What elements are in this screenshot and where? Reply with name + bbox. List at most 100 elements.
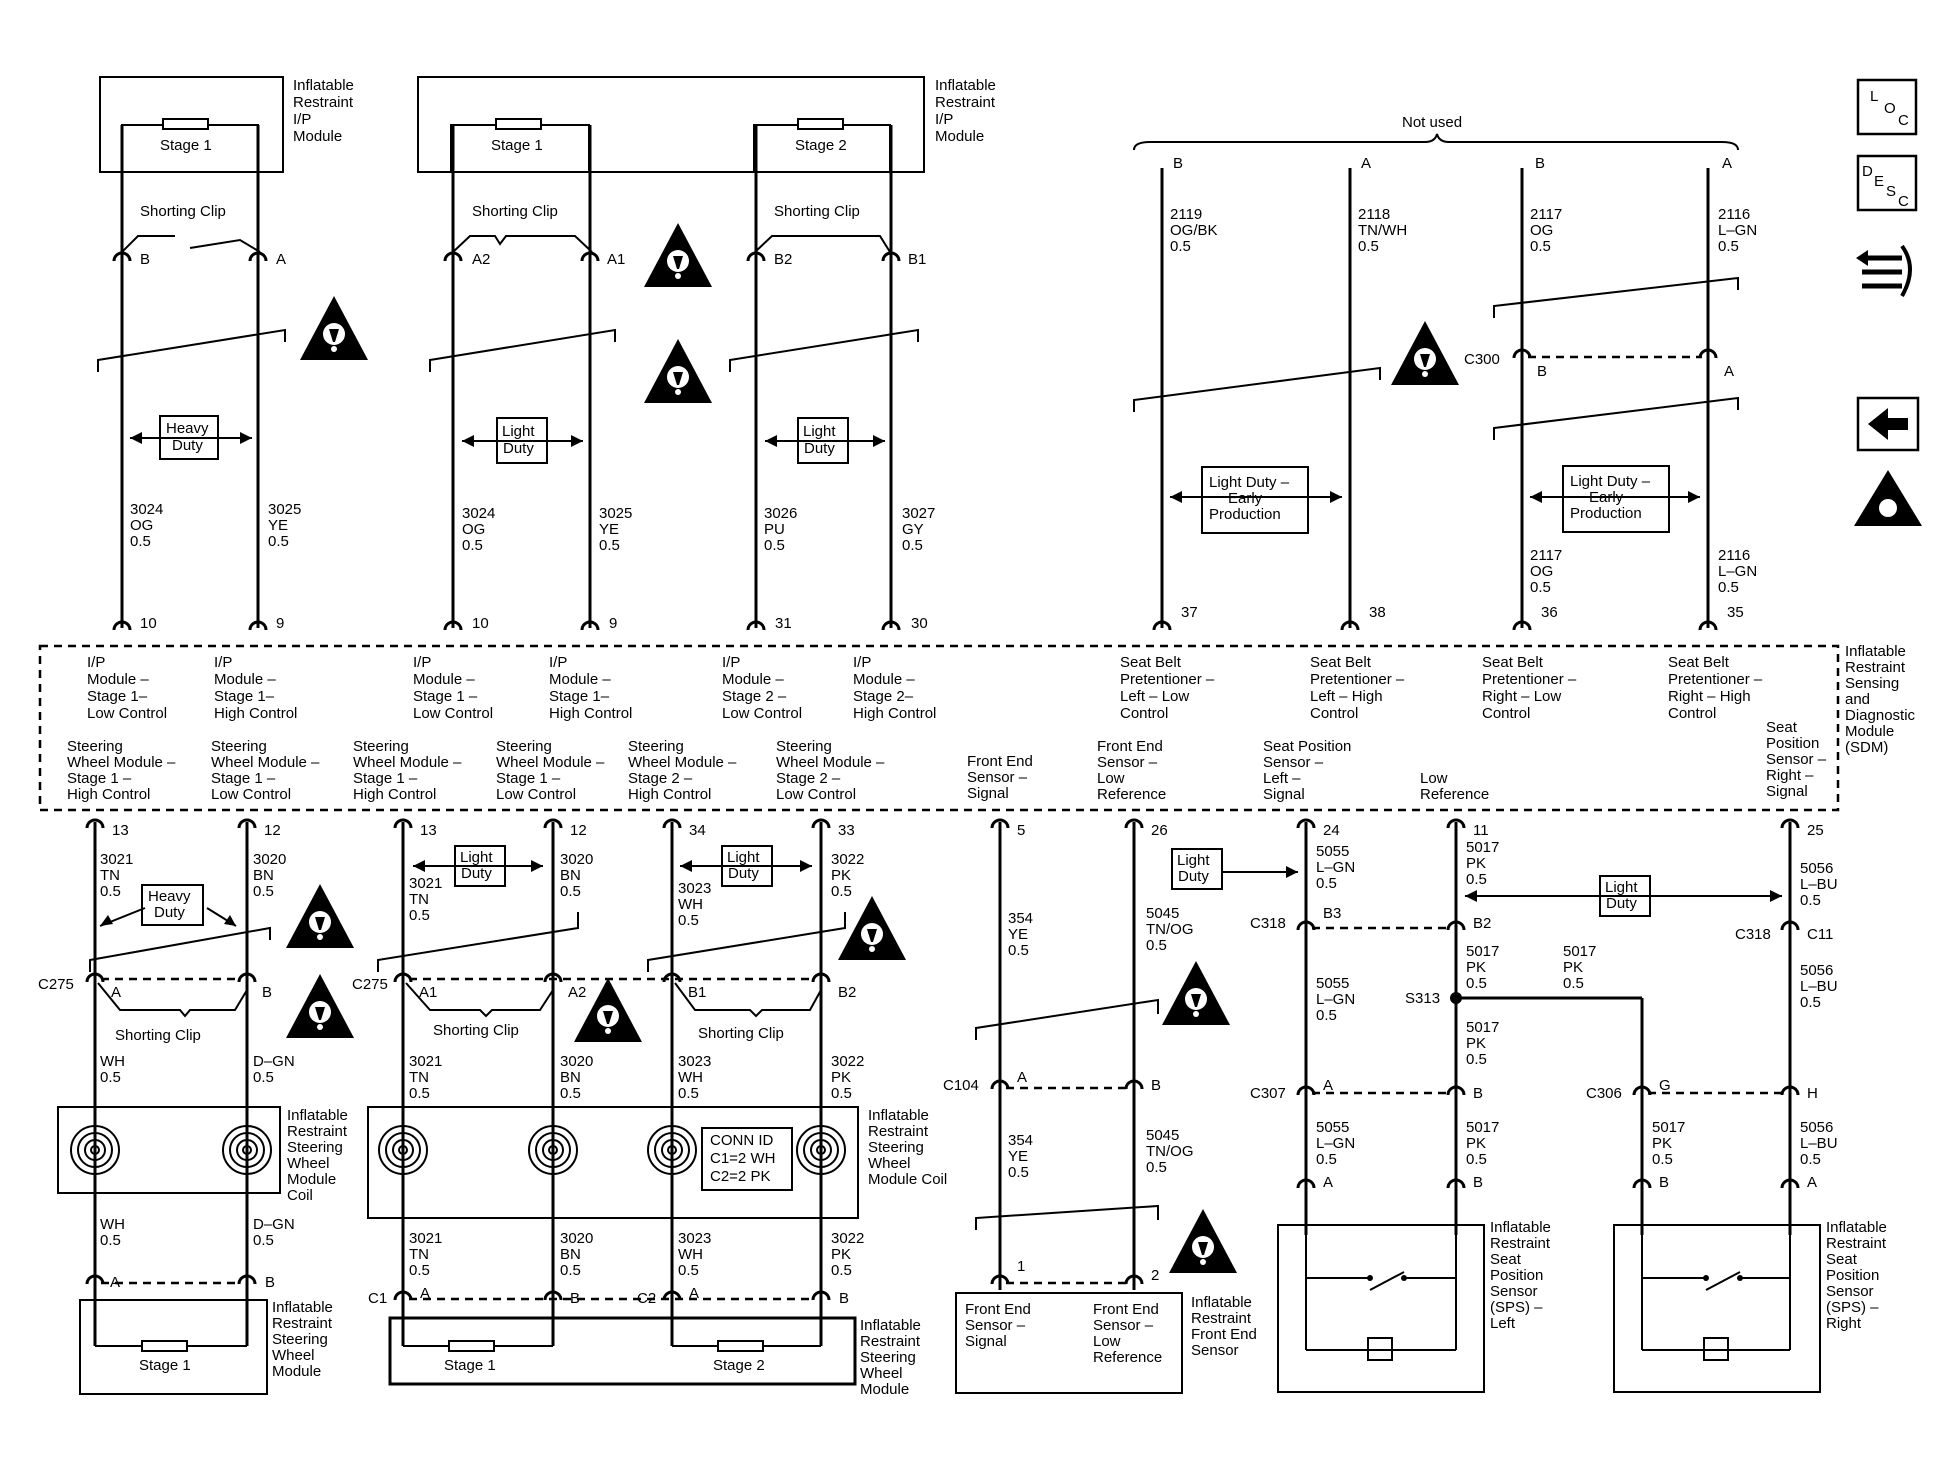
svg-text:C104: C104 xyxy=(943,1077,979,1094)
svg-text:C1: C1 xyxy=(368,1290,387,1307)
svg-text:B: B xyxy=(1659,1174,1669,1191)
svg-text:31: 31 xyxy=(775,615,792,632)
warning-icon xyxy=(286,974,354,1038)
warning-icon xyxy=(1162,961,1230,1025)
svg-text:A: A xyxy=(1017,1069,1027,1086)
svg-text:30: 30 xyxy=(911,615,928,632)
lower-wires xyxy=(93,822,1792,1300)
svg-text:B1: B1 xyxy=(688,984,706,1001)
svg-text:B: B xyxy=(1535,155,1545,172)
shorting-clip-2: Shorting Clip xyxy=(472,203,558,220)
svg-text:1: 1 xyxy=(1017,1258,1025,1275)
svg-text:A: A xyxy=(1807,1174,1817,1191)
svg-text:B: B xyxy=(1473,1174,1483,1191)
svg-text:A: A xyxy=(689,1285,699,1302)
svg-text:B: B xyxy=(1173,155,1183,172)
back-arrow-icon[interactable] xyxy=(1856,396,1920,452)
svg-text:WH0.5: WH0.5 xyxy=(100,1053,125,1086)
svg-text:12: 12 xyxy=(264,822,281,839)
svg-text:C2=2 PK: C2=2 PK xyxy=(710,1168,770,1185)
svg-text:10: 10 xyxy=(140,615,157,632)
shorting-clip-4: Shorting Clip xyxy=(115,1027,201,1044)
svg-text:B: B xyxy=(1473,1085,1483,1102)
warning-icon xyxy=(644,339,712,403)
svg-text:C306: C306 xyxy=(1586,1085,1622,1102)
svg-text:10: 10 xyxy=(472,615,489,632)
svg-text:E: E xyxy=(1874,173,1884,190)
svg-text:38: 38 xyxy=(1369,604,1386,621)
svg-text:D–GN0.5: D–GN0.5 xyxy=(253,1053,295,1086)
svg-text:2: 2 xyxy=(1151,1267,1159,1284)
svg-text:L: L xyxy=(1870,88,1878,105)
sdm-top-pins: 10 9 10 9 31 30 37 38 36 35 xyxy=(112,604,1744,632)
svg-text:B: B xyxy=(570,1290,580,1307)
shorting-clip-3: Shorting Clip xyxy=(774,203,860,220)
pin-a: A xyxy=(276,251,286,268)
loc-icon[interactable]: LOC xyxy=(1856,78,1918,136)
svg-text:11: 11 xyxy=(1473,822,1489,839)
connector-tool-icon[interactable] xyxy=(1856,244,1912,297)
svg-text:B: B xyxy=(262,984,272,1001)
not-used-label: Not used xyxy=(1402,114,1462,131)
svg-text:C: C xyxy=(1898,193,1909,210)
svg-text:13: 13 xyxy=(420,822,437,839)
svg-text:H: H xyxy=(1807,1085,1818,1102)
svg-text:25: 25 xyxy=(1807,822,1824,839)
svg-text:C: C xyxy=(1898,112,1909,129)
conn-id-box: CONN ID C1=2 WH C2=2 PK xyxy=(701,1127,793,1191)
shorting-clip-1: Shorting Clip xyxy=(140,203,226,220)
svg-text:C318: C318 xyxy=(1250,915,1286,932)
svg-text:5: 5 xyxy=(1017,822,1025,839)
pin-b1: B1 xyxy=(908,251,926,268)
svg-text:O: O xyxy=(1884,100,1896,117)
sdm-box xyxy=(38,644,1840,812)
svg-text:CONN ID: CONN ID xyxy=(710,1132,774,1149)
